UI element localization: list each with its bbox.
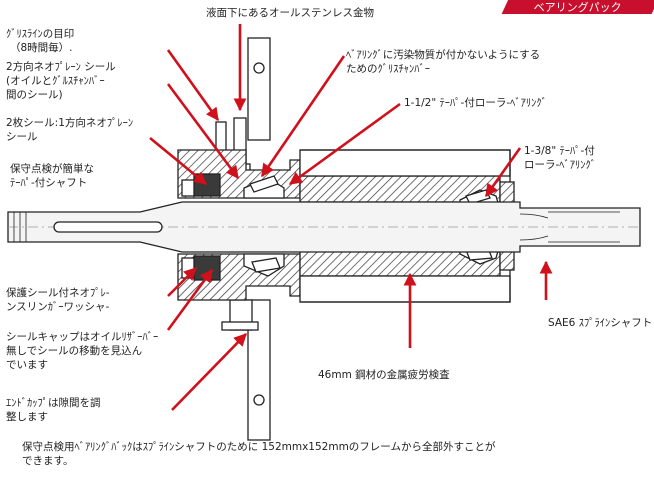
svg-text:保守点検が簡単な: 保守点検が簡単な [10, 162, 94, 175]
shaft-keyway [53, 221, 163, 233]
mounting-plate-bottom [247, 299, 271, 441]
svg-text:ｸﾞﾘｽﾗｲﾝの目印: ｸﾞﾘｽﾗｲﾝの目印 [6, 28, 74, 40]
svg-text:ﾍﾞｱﾘﾝｸﾞに汚染物質が付かないようにする: ﾍﾞｱﾘﾝｸﾞに汚染物質が付かないようにする [346, 48, 540, 61]
label-shaft-line1: 保守点検が簡単な [10, 162, 94, 175]
svg-text:シールキャップはオイルﾘｻﾞｰﾊﾞｰ: シールキャップはオイルﾘｻﾞｰﾊﾞｰ [6, 331, 158, 343]
svg-text:2方向ネオﾌﾟﾚｰﾝ シール: 2方向ネオﾌﾟﾚｰﾝ シール [6, 60, 116, 73]
label-bearing-protect-line1: ﾍﾞｱﾘﾝｸﾞに汚染物質が付かないようにする [346, 48, 540, 61]
label-shaft-line2: ﾃｰﾊﾟ-付シャフト [10, 176, 87, 189]
label-washer-line2: ンスリンｶﾞｰワッシャ- [6, 301, 110, 313]
caption-line2: できます。 [22, 455, 74, 467]
spline-end [519, 211, 620, 243]
mounting-plate-top [247, 37, 271, 141]
svg-text:2枚シール:1方向ネオﾌﾟﾚｰﾝ: 2枚シール:1方向ネオﾌﾟﾚｰﾝ [6, 116, 133, 129]
leader-arrows [149, 24, 553, 411]
label-seal2-line2: (オイルとｸﾞﾙｽﾁｬﾝﾊﾞｰ [6, 75, 105, 87]
svg-text:SAE6 ｽﾌﾟﾗｲﾝシャフト: SAE6 ｽﾌﾟﾗｲﾝシャフト [548, 317, 652, 329]
arrow-roller-small [484, 147, 522, 198]
svg-text:無しでシールの移動を見込ん: 無しでシールの移動を見込ん [6, 344, 142, 357]
label-roller-small-line1: 1-3/8" ﾃｰﾊﾟ-付 [524, 144, 595, 157]
svg-text:46mm 鋼材の金属疲労検査: 46mm 鋼材の金属疲労検査 [318, 368, 450, 381]
label-washer-line1: 保護シール付ネオﾌﾟﾚ- [6, 286, 110, 299]
label-end-cap-line1: ｴﾝﾄﾞｶｯﾌﾟは隙間を調 [6, 396, 101, 409]
label-twin-seal-line1: 2枚シール:1方向ネオﾌﾟﾚｰﾝ [6, 116, 133, 129]
label-seal-cap-line2: 無しでシールの移動を見込ん [6, 344, 142, 357]
callout-labels: ｸﾞﾘｽﾗｲﾝの目印 （8時間毎）. 液面下にあるオールステンレス金物 2方向ネ… [6, 6, 652, 423]
svg-text:(オイルとｸﾞﾙｽﾁｬﾝﾊﾞｰ: (オイルとｸﾞﾙｽﾁｬﾝﾊﾞｰ [6, 75, 105, 87]
label-seal2-line1: 2方向ネオﾌﾟﾚｰﾝ シール [6, 60, 116, 73]
label-bearing-protect-line2: ためのｸﾞﾘｽﾁｬﾝﾊﾞｰ [346, 63, 430, 75]
svg-text:1-1/2" ﾃｰﾊﾟ-付ローラ-ﾍﾞｱﾘﾝｸﾞ: 1-1/2" ﾃｰﾊﾟ-付ローラ-ﾍﾞｱﾘﾝｸﾞ [404, 96, 547, 109]
svg-text:ﾃｰﾊﾟ-付シャフト: ﾃｰﾊﾟ-付シャフト [10, 176, 87, 189]
svg-text:ｴﾝﾄﾞｶｯﾌﾟは隙間を調: ｴﾝﾄﾞｶｯﾌﾟは隙間を調 [6, 396, 101, 409]
label-seal2-line3: 間のシール) [6, 89, 63, 101]
label-grease-mark-line1: ｸﾞﾘｽﾗｲﾝの目印 [6, 28, 74, 40]
label-steel: 46mm 鋼材の金属疲労検査 [318, 368, 450, 381]
svg-text:保護シール付ネオﾌﾟﾚ-: 保護シール付ネオﾌﾟﾚ- [6, 286, 110, 299]
arrow-roller-large [288, 102, 401, 186]
label-spline: SAE6 ｽﾌﾟﾗｲﾝシャフト [548, 317, 652, 329]
label-roller-small-line2: ローラ-ﾍﾞｱﾘﾝｸﾞ [524, 159, 596, 171]
label-roller-large: 1-1/2" ﾃｰﾊﾟ-付ローラ-ﾍﾞｱﾘﾝｸﾞ [404, 96, 547, 109]
arrow-seal2 [166, 83, 240, 180]
svg-text:シール: シール [6, 131, 38, 143]
arrow-seal-cap [166, 268, 214, 331]
bearing-assembly-drawing [7, 37, 641, 441]
svg-text:ローラ-ﾍﾞｱﾘﾝｸﾞ: ローラ-ﾍﾞｱﾘﾝｸﾞ [524, 159, 596, 171]
svg-text:1-3/8" ﾃｰﾊﾟ-付: 1-3/8" ﾃｰﾊﾟ-付 [524, 144, 595, 157]
svg-text:液面下にあるオールステンレス金物: 液面下にあるオールステンレス金物 [206, 6, 374, 19]
arrow-end-cap [171, 333, 247, 411]
label-submerged: 液面下にあるオールステンレス金物 [206, 6, 374, 19]
arrow-bearing-protect [260, 55, 346, 178]
svg-text:でいます: でいます [6, 359, 48, 371]
arrow-twin-seal [149, 136, 208, 186]
svg-text:（8時間毎）.: （8時間毎）. [10, 41, 73, 54]
caption-line1: 保守点検用ﾍﾞｱﾘﾝｸﾞﾊﾞｯｸはｽﾌﾟﾗｲﾝシャフトのために 152mmx15… [22, 441, 496, 453]
svg-text:整します: 整します [6, 410, 48, 423]
label-end-cap-line2: 整します [6, 410, 48, 423]
svg-text:ンスリンｶﾞｰワッシャ-: ンスリンｶﾞｰワッシャ- [6, 301, 110, 313]
label-grease-mark-line2: （8時間毎）. [10, 41, 73, 54]
label-seal-cap-line3: でいます [6, 359, 48, 371]
svg-text:ためのｸﾞﾘｽﾁｬﾝﾊﾞｰ: ためのｸﾞﾘｽﾁｬﾝﾊﾞｰ [346, 63, 430, 75]
svg-text:間のシール): 間のシール) [6, 89, 63, 101]
label-seal-cap-line1: シールキャップはオイルﾘｻﾞｰﾊﾞｰ [6, 331, 158, 343]
label-twin-seal-line2: シール [6, 131, 38, 143]
arrow-grease-mark [166, 49, 220, 122]
caption: 保守点検用ﾍﾞｱﾘﾝｸﾞﾊﾞｯｸはｽﾌﾟﾗｲﾝシャフトのために 152mmx15… [22, 440, 622, 468]
arrow-washer [167, 267, 197, 297]
